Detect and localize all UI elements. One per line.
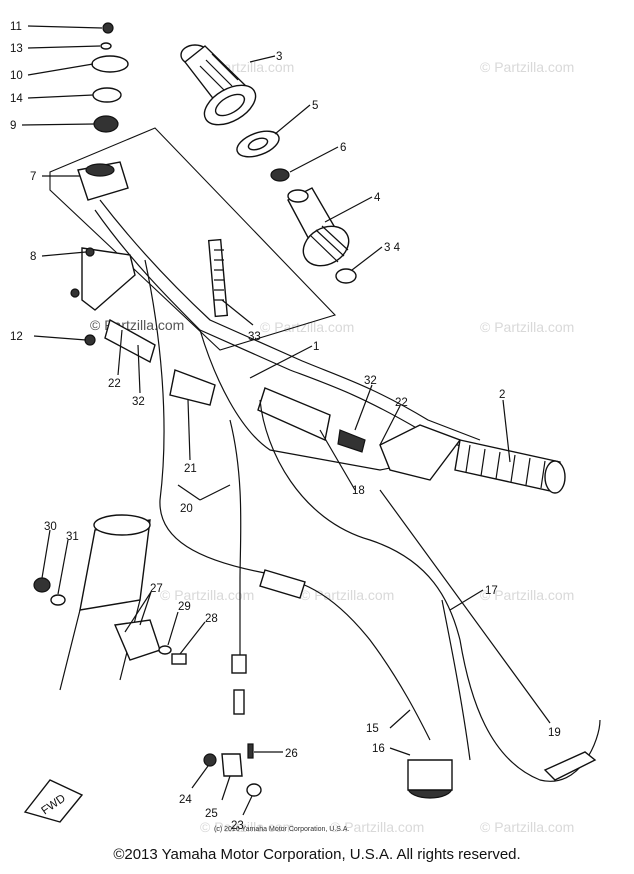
- clutch-cable: [229, 419, 242, 660]
- cable-guide: [113, 619, 161, 661]
- callout: 21: [184, 463, 197, 475]
- pin-26: [247, 743, 254, 759]
- callout: 12: [10, 331, 23, 343]
- throttle-cable: [144, 259, 431, 741]
- watermark: © Partzilla.com: [480, 819, 574, 835]
- callout: 23: [231, 820, 244, 832]
- throttle-grip: [287, 187, 350, 267]
- callout: 24: [179, 794, 192, 806]
- nut-23: [246, 783, 262, 797]
- watermark: © Partzilla.com: [480, 587, 574, 603]
- callout: 13: [10, 43, 23, 55]
- callout: 5: [312, 100, 318, 112]
- callout: 16: [372, 743, 385, 755]
- fork-tube: [59, 514, 151, 691]
- callout: 6: [340, 142, 346, 154]
- callout: 3: [276, 51, 282, 63]
- boot-body: [407, 759, 453, 791]
- right-grip: [379, 424, 566, 494]
- inner-copyright: (c) 2016 Yamaha Motor Corporation, U.S.A…: [214, 826, 350, 833]
- callout: 19: [548, 727, 561, 739]
- assembly-outline: [49, 127, 337, 351]
- cable-end: [231, 654, 247, 674]
- watermark: © Partzilla.com: [160, 587, 254, 603]
- lever-bracket: [70, 247, 136, 311]
- washer-hole: [247, 137, 269, 151]
- callout: 1: [313, 341, 319, 353]
- callout: 31: [66, 531, 79, 543]
- center-watermark: © Partzilla.com: [90, 317, 184, 333]
- callout: 33: [248, 331, 261, 343]
- watermark: © Partzilla.com: [200, 819, 294, 835]
- washer-small: [50, 594, 66, 606]
- gasket: [92, 87, 122, 103]
- callout: 17: [485, 585, 498, 597]
- watermark: © Partzilla.com: [300, 587, 394, 603]
- callout: 22: [108, 378, 121, 390]
- cable-adjuster: [259, 569, 306, 599]
- leader-lines: [21, 25, 551, 816]
- cable-end-lower: [233, 689, 245, 715]
- callout: 27: [150, 583, 163, 595]
- right-switch: [257, 387, 331, 441]
- callout: 14: [10, 93, 23, 105]
- callout: 8: [30, 251, 36, 263]
- fwd-arrow: FWD: [23, 779, 84, 823]
- callouts: 1 2 3 4 5 6 7 8 9 10 11 12 13 14 15 16 1…: [10, 21, 561, 832]
- bolt: [84, 334, 96, 346]
- callout: 22: [395, 397, 408, 409]
- callout: 9: [10, 120, 16, 132]
- callout: 26: [285, 748, 298, 760]
- callout: 3 4: [384, 242, 401, 254]
- callout: 11: [10, 21, 22, 33]
- cap: [91, 55, 129, 73]
- switch-housing: [169, 369, 216, 406]
- callout: 15: [366, 723, 379, 735]
- gear: [93, 115, 119, 133]
- nut-24: [203, 753, 217, 767]
- callout: 29: [178, 601, 191, 613]
- washer-small-2: [158, 645, 172, 655]
- left-grip: [180, 44, 257, 126]
- adjuster: [104, 318, 156, 364]
- callout: 28: [205, 613, 218, 625]
- callout: 32: [132, 396, 145, 408]
- throttle-housing: [77, 161, 129, 201]
- brake-cable: [259, 399, 601, 782]
- watermark: © Partzilla.com: [480, 319, 574, 335]
- watermark: © Partzilla.com: [260, 319, 354, 335]
- strap: [207, 238, 229, 318]
- collar: [270, 168, 290, 182]
- bracket-25: [221, 753, 243, 777]
- watermark: © Partzilla.com: [330, 819, 424, 835]
- watermark: © Partzilla.com: [480, 59, 574, 75]
- callout: 7: [30, 171, 36, 183]
- adjuster-right: [337, 429, 366, 453]
- callout: 32: [364, 375, 377, 387]
- watermark-layer: © Partzilla.com © Partzilla.com © Partzi…: [90, 59, 574, 835]
- nut: [33, 577, 51, 593]
- callout: 25: [205, 808, 218, 820]
- end-cap: [335, 268, 357, 284]
- cable-end-right: [543, 751, 597, 781]
- callout: 2: [499, 389, 505, 401]
- callout: 18: [352, 485, 365, 497]
- callout: 30: [44, 521, 57, 533]
- cable-spring: [441, 599, 471, 761]
- callout: 10: [10, 70, 23, 82]
- spring-washer: [100, 42, 112, 50]
- callout: 20: [180, 503, 193, 515]
- copyright-footer: ©2013 Yamaha Motor Corporation, U.S.A. A…: [113, 846, 521, 863]
- bolt-28: [171, 653, 187, 665]
- screw: [102, 22, 114, 34]
- callout: 4: [374, 192, 381, 204]
